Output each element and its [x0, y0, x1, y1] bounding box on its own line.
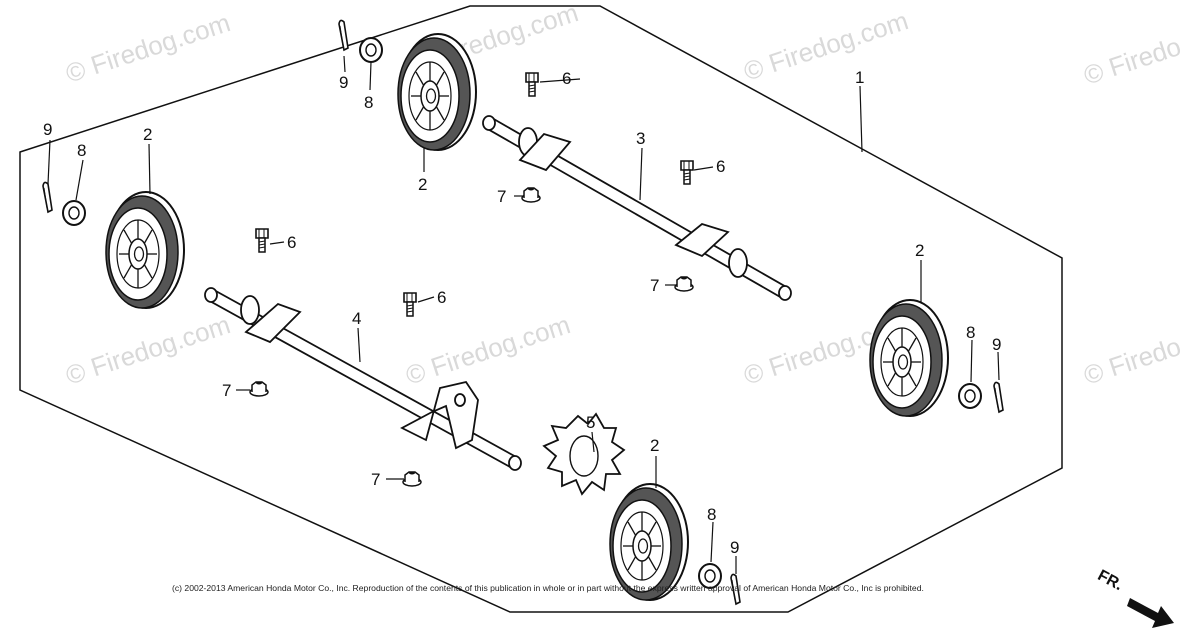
- copyright-notice: (c) 2002-2013 American Honda Motor Co., …: [172, 583, 924, 593]
- callout-9: 9: [339, 73, 348, 92]
- callout-8: 8: [77, 141, 86, 160]
- callout-9: 9: [992, 335, 1001, 354]
- callout-8: 8: [966, 323, 975, 342]
- leader-lines: [47, 55, 1000, 574]
- flange-nut: [249, 380, 269, 397]
- front-arrow-icon: [1127, 598, 1174, 628]
- callout-8: 8: [364, 93, 373, 112]
- washer: [62, 200, 86, 226]
- cotter-pin: [993, 381, 1004, 413]
- bolt: [255, 228, 269, 253]
- callout-7: 7: [650, 276, 659, 295]
- flange-nut: [674, 275, 694, 292]
- bolt: [525, 72, 539, 97]
- flange-nut: [402, 470, 422, 487]
- callout-2: 2: [650, 436, 659, 455]
- callout-5: 5: [586, 413, 595, 432]
- cotter-pin: [338, 19, 349, 51]
- cotter-pin: [42, 181, 53, 213]
- callout-1: 1: [855, 68, 864, 87]
- callout-8: 8: [707, 505, 716, 524]
- callout-6: 6: [562, 69, 571, 88]
- assembly-outline: [19, 5, 1063, 613]
- callout-2: 2: [418, 175, 427, 194]
- bolt: [403, 292, 417, 317]
- flange-nut: [521, 186, 541, 203]
- washer: [359, 37, 383, 63]
- callout-3: 3: [636, 129, 645, 148]
- wheel-front-left: [105, 191, 185, 309]
- callout-6: 6: [287, 233, 296, 252]
- callout-2: 2: [143, 125, 152, 144]
- callout-7: 7: [497, 187, 506, 206]
- callout-2: 2: [915, 241, 924, 260]
- callout-6: 6: [437, 288, 446, 307]
- wheel-rear-left: [397, 33, 477, 151]
- callout-9: 9: [730, 538, 739, 557]
- callout-6: 6: [716, 157, 725, 176]
- bolt: [680, 160, 694, 185]
- washer: [958, 383, 982, 409]
- rear-axle: [482, 115, 792, 301]
- front-axle: [204, 287, 522, 471]
- callout-7: 7: [222, 381, 231, 400]
- wheel-rear-right: [869, 299, 949, 417]
- callout-9: 9: [43, 120, 52, 139]
- callout-4: 4: [352, 309, 361, 328]
- callout-7: 7: [371, 470, 380, 489]
